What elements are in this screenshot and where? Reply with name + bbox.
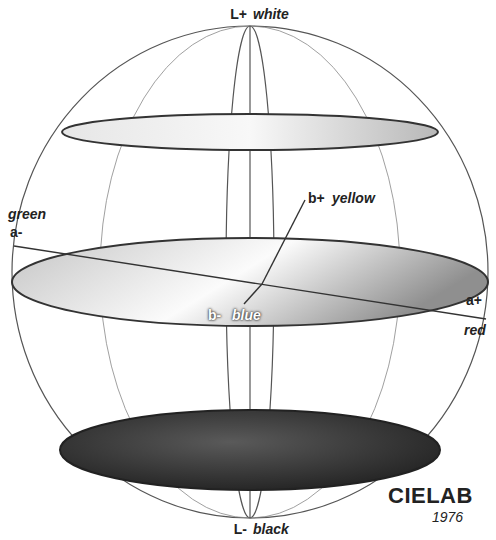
axis-label: L-	[234, 521, 247, 537]
axis-label: green	[8, 206, 46, 222]
axis-label: blue	[232, 307, 261, 323]
axis-label: a+	[466, 292, 482, 308]
b-axis	[244, 284, 262, 304]
axis-label: yellow	[332, 190, 375, 206]
title-label: CIELAB	[388, 484, 473, 508]
sphere-outline	[12, 26, 488, 518]
middle-disk	[12, 238, 488, 326]
axis-label: black	[253, 521, 289, 537]
axis-label: b+	[308, 190, 325, 206]
title-label: 1976	[432, 509, 463, 525]
axis-label: red	[464, 322, 486, 338]
axis-label: a-	[10, 224, 22, 240]
axis-label: white	[253, 6, 289, 22]
axis-label: L+	[230, 6, 247, 22]
b-axis	[262, 200, 305, 284]
axis-label: b-	[208, 307, 221, 323]
light-disk	[62, 114, 438, 150]
dark-disk	[60, 410, 440, 490]
